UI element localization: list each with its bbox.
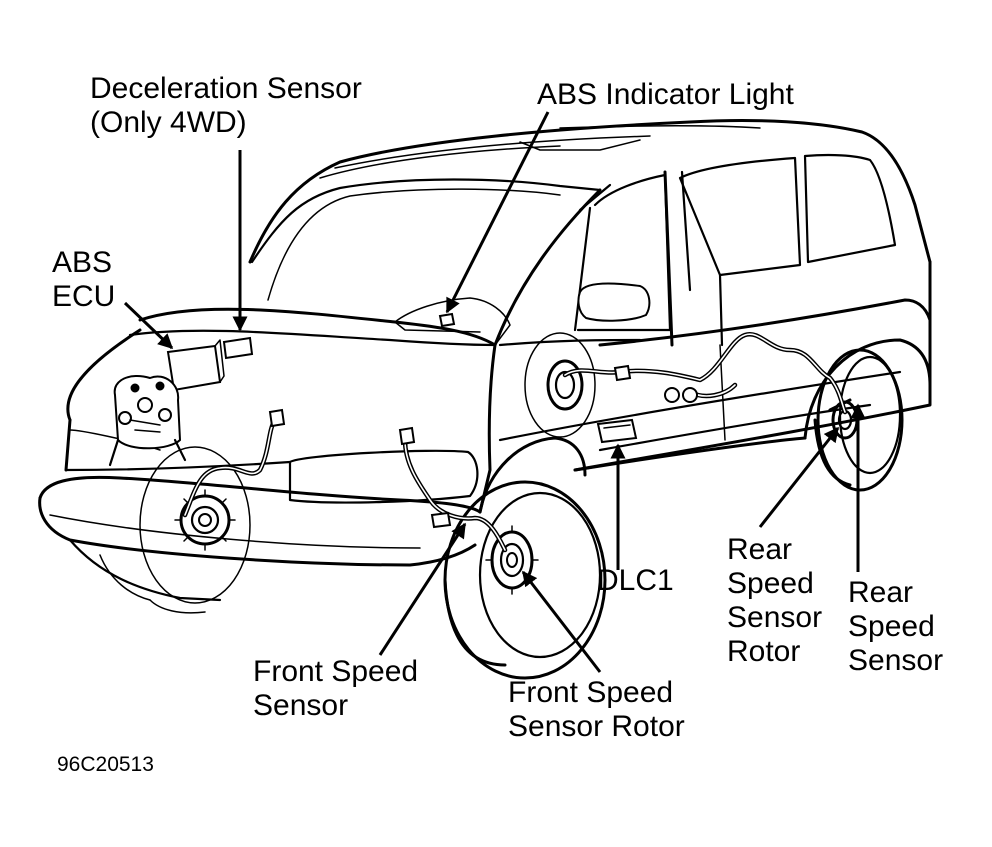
arrow-rear-speed-sensor-rotor: [758, 426, 840, 528]
deceleration-sensor-box: [222, 336, 254, 360]
abs-components: [108, 312, 859, 595]
rear-left-rotor: [546, 359, 584, 411]
label-rear-speed-sensor-rotor-line3: Sensor: [727, 601, 823, 634]
label-deceleration-sensor-line2: (Only 4WD): [90, 106, 247, 139]
label-rear-speed-sensor-rotor-line4: Rotor: [727, 635, 801, 668]
front-right-rotor: [485, 525, 539, 595]
label-abs-ecu: ABS ECU: [52, 246, 115, 314]
label-rear-speed-sensor-rotor-line2: Speed: [727, 567, 814, 600]
label-rear-speed-sensor-line2: Speed: [848, 610, 935, 643]
vehicle-body: [38, 118, 932, 614]
label-abs-ecu-line1: ABS: [52, 246, 113, 279]
front-left-rotor: [174, 489, 236, 551]
arrow-abs-indicator: [445, 111, 550, 314]
label-deceleration-sensor: Deceleration Sensor (Only 4WD): [90, 72, 362, 140]
label-rear-speed-sensor-rotor: Rear Speed Sensor Rotor: [727, 533, 822, 669]
label-dlc1: DLC1: [597, 564, 674, 597]
abs-actuator: [108, 375, 187, 467]
label-deceleration-sensor-line1: Deceleration Sensor: [90, 72, 362, 105]
label-front-speed-sensor-rotor-line1: Front Speed: [508, 676, 674, 709]
dlc1-connector: [596, 418, 638, 444]
label-front-speed-sensor: Front Speed Sensor: [253, 655, 418, 723]
label-front-speed-sensor-rotor-line2: Sensor Rotor: [508, 710, 685, 743]
label-rear-speed-sensor-rotor-line1: Rear: [727, 533, 793, 566]
label-front-speed-sensor-rotor: Front Speed Sensor Rotor: [508, 676, 685, 744]
figure-id: 96C20513: [57, 753, 154, 776]
label-rear-speed-sensor-line3: Sensor: [848, 644, 944, 677]
label-abs-indicator-light: ABS Indicator Light: [537, 78, 794, 111]
abs-ecu-box: [166, 344, 222, 392]
arrow-abs-ecu: [123, 301, 174, 350]
abs-indicator-lamp: [438, 312, 456, 328]
label-rear-speed-sensor: Rear Speed Sensor: [848, 576, 943, 678]
wire-harnesses: [182, 331, 848, 553]
label-rear-speed-sensor-line1: Rear: [848, 576, 914, 609]
label-front-speed-sensor-line1: Front Speed: [253, 655, 419, 688]
wheels: [139, 332, 904, 680]
label-front-speed-sensor-line2: Sensor: [253, 689, 349, 722]
arrow-front-speed-sensor-rotor: [521, 570, 602, 673]
leader-arrows: [123, 111, 866, 673]
arrow-front-speed-sensor: [378, 522, 467, 656]
label-abs-ecu-line2: ECU: [52, 280, 116, 313]
